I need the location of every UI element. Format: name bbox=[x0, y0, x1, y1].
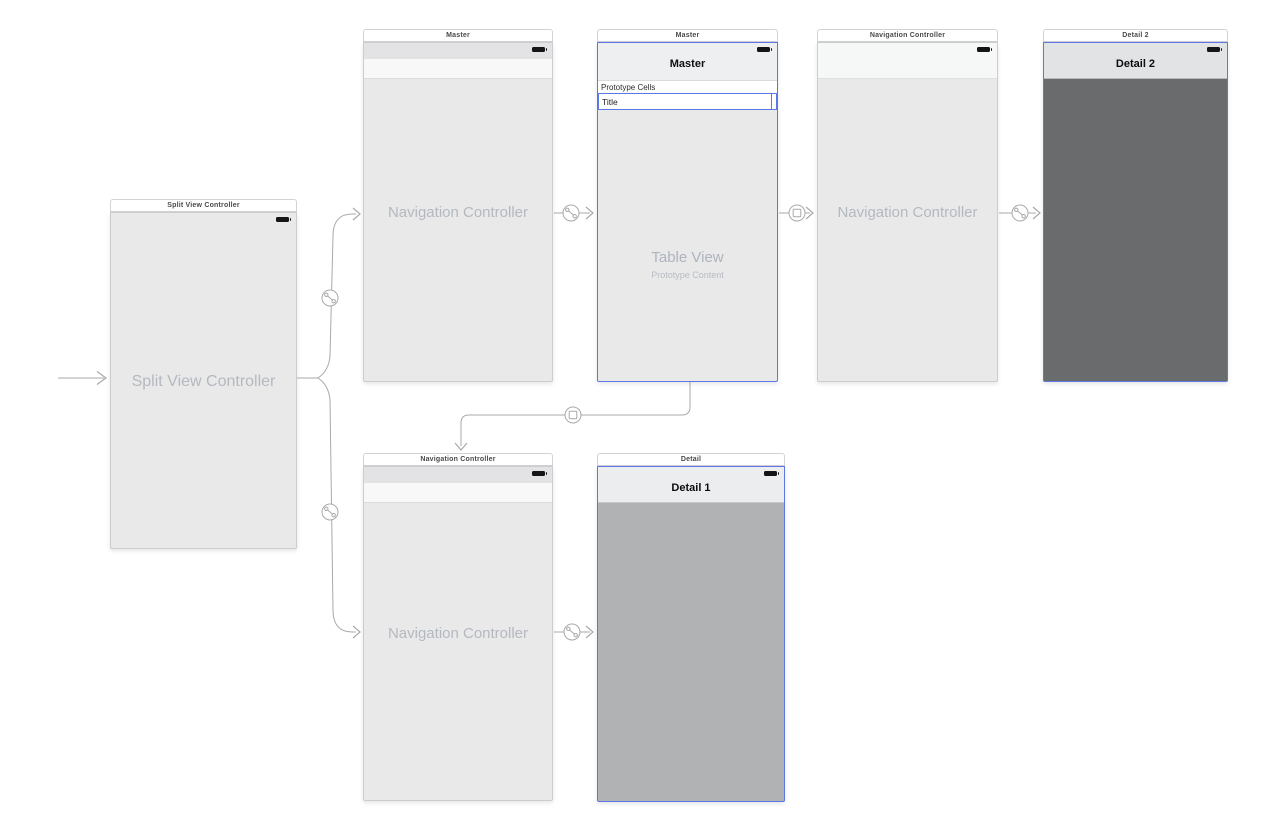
prototype-cells-header: Prototype Cells bbox=[598, 81, 777, 93]
relationship-segue-master-nav-root[interactable] bbox=[554, 204, 594, 222]
split-view-controller-view[interactable]: Split View Controller bbox=[110, 212, 297, 549]
scene-master-table-view[interactable]: Master Master Prototype Cells Title Tabl… bbox=[597, 29, 778, 382]
battery-icon bbox=[532, 47, 548, 52]
relationship-segue-icon[interactable] bbox=[563, 623, 581, 641]
table-view-placeholder-subtitle: Prototype Content bbox=[651, 270, 724, 280]
scene-detail2[interactable]: Detail 2 Detail 2 bbox=[1043, 29, 1228, 382]
detail2-navigation-controller-view[interactable]: Navigation Controller bbox=[817, 42, 998, 382]
navigation-bar bbox=[364, 483, 552, 503]
battery-icon bbox=[977, 47, 993, 52]
relationship-segue-split-to-master-nav[interactable] bbox=[317, 207, 361, 379]
scene-title-master[interactable]: Master bbox=[597, 29, 778, 42]
master-navigation-controller-view[interactable]: Navigation Controller bbox=[363, 42, 553, 382]
detail1-view[interactable]: Detail 1 bbox=[597, 466, 785, 802]
battery-icon bbox=[757, 47, 773, 52]
battery-icon bbox=[532, 471, 548, 476]
scene-master-navigation-controller[interactable]: Master Navigation Controller bbox=[363, 29, 553, 382]
show-segue-icon[interactable] bbox=[564, 406, 582, 424]
navigation-controller-label: Navigation Controller bbox=[387, 625, 529, 642]
scene-title-detail2[interactable]: Detail 2 bbox=[1043, 29, 1228, 42]
detail2-view[interactable]: Detail 2 bbox=[1043, 42, 1228, 382]
storyboard-entry-arrow[interactable] bbox=[58, 371, 108, 385]
navigation-bar bbox=[818, 43, 997, 79]
battery-icon bbox=[1207, 47, 1223, 52]
relationship-segue-split-to-detail1-nav[interactable] bbox=[317, 377, 361, 639]
nav-bar-title: Master bbox=[669, 58, 706, 70]
scene-title-detail1[interactable]: Detail bbox=[597, 453, 785, 466]
nav-bar-title: Detail 2 bbox=[1115, 58, 1156, 70]
scene-title-detail1-nav[interactable]: Navigation Controller bbox=[363, 453, 553, 466]
navigation-bar bbox=[598, 43, 777, 81]
nav-bar-title: Detail 1 bbox=[671, 482, 711, 494]
scene-title-master-nav[interactable]: Master bbox=[363, 29, 553, 42]
scene-split-view-controller[interactable]: Split View Controller Split View Control… bbox=[110, 199, 297, 549]
navigation-controller-label: Navigation Controller bbox=[837, 204, 978, 221]
relationship-segue-detail2-nav-root[interactable] bbox=[999, 204, 1041, 222]
relationship-segue-icon[interactable] bbox=[1011, 204, 1029, 222]
prototype-cell[interactable]: Title bbox=[598, 93, 777, 110]
navigation-bar bbox=[1044, 43, 1227, 79]
battery-icon bbox=[276, 217, 292, 222]
scene-detail1-navigation-controller[interactable]: Navigation Controller Navigation Control… bbox=[363, 453, 553, 801]
show-segue-master-to-detail2-nav[interactable] bbox=[779, 204, 814, 222]
split-view-controller-label: Split View Controller bbox=[131, 373, 276, 390]
cell-title-label: Title bbox=[602, 96, 618, 107]
scene-title-detail2-nav[interactable]: Navigation Controller bbox=[817, 29, 998, 42]
navigation-controller-label: Navigation Controller bbox=[387, 204, 529, 221]
relationship-segue-icon[interactable] bbox=[321, 289, 339, 307]
navigation-bar bbox=[364, 59, 552, 79]
scene-detail1[interactable]: Detail Detail 1 bbox=[597, 453, 785, 802]
scene-title-split-view-controller[interactable]: Split View Controller bbox=[110, 199, 297, 212]
show-segue-icon[interactable] bbox=[788, 204, 806, 222]
cell-accessory-divider bbox=[771, 94, 772, 109]
relationship-segue-icon[interactable] bbox=[321, 503, 339, 521]
status-bar bbox=[364, 43, 552, 59]
relationship-segue-detail1-nav-root[interactable] bbox=[554, 623, 594, 641]
table-view-placeholder-title: Table View bbox=[651, 249, 724, 266]
detail1-navigation-controller-view[interactable]: Navigation Controller bbox=[363, 466, 553, 801]
navigation-bar bbox=[598, 467, 784, 503]
show-segue-master-to-detail1-nav[interactable] bbox=[454, 382, 691, 451]
status-bar bbox=[364, 467, 552, 483]
master-table-view[interactable]: Master Prototype Cells Title Table View … bbox=[597, 42, 778, 382]
battery-icon bbox=[764, 471, 780, 476]
scene-detail2-navigation-controller[interactable]: Navigation Controller Navigation Control… bbox=[817, 29, 998, 382]
relationship-segue-icon[interactable] bbox=[562, 204, 580, 222]
